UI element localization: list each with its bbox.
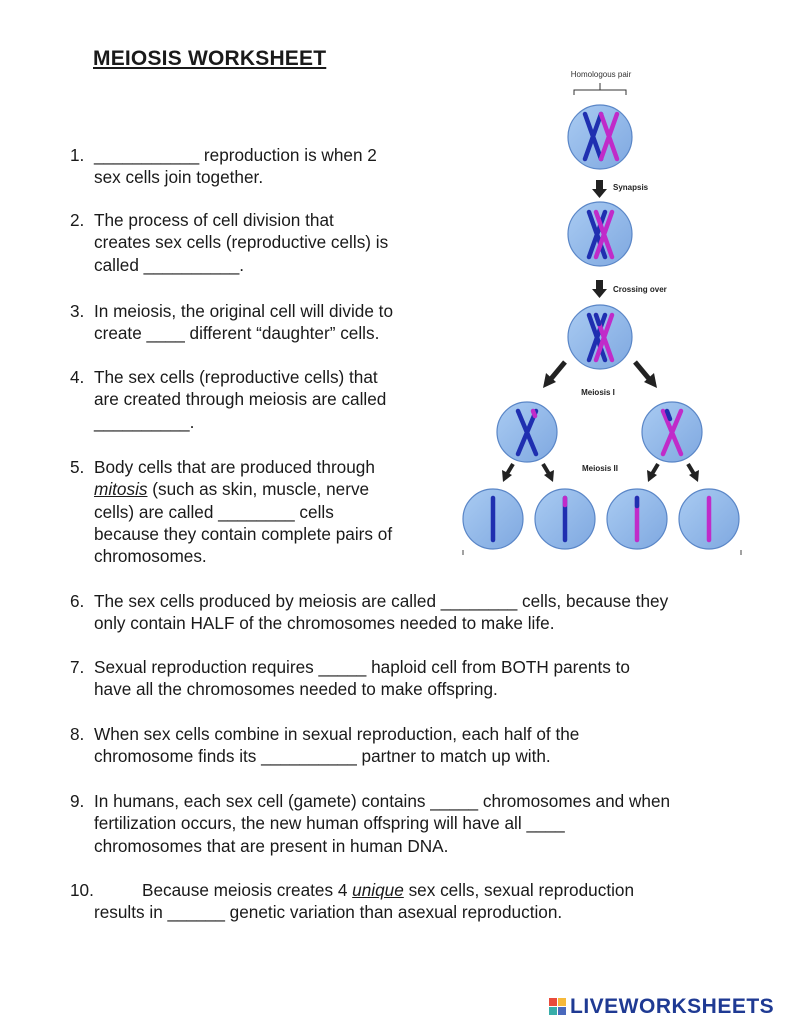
question-line: Sexual reproduction requires _____ haplo… bbox=[94, 657, 630, 677]
question-5: 5. Body cells that are produced through … bbox=[70, 456, 392, 567]
question-6: 6. The sex cells produced by meiosis are… bbox=[70, 590, 668, 635]
daughter-cell-4 bbox=[678, 488, 740, 550]
meiosis-2-label: Meiosis II bbox=[582, 464, 618, 473]
question-line: __________. bbox=[94, 411, 195, 432]
question-number: 8. bbox=[70, 724, 85, 744]
question-line: The process of cell division that bbox=[94, 210, 334, 230]
question-9: 9. In humans, each sex cell (gamete) con… bbox=[70, 790, 670, 857]
emphasized-term: unique bbox=[352, 880, 404, 900]
synapsis-label: Synapsis bbox=[613, 183, 649, 192]
question-1: 1. ___________ reproduction is when 2 se… bbox=[70, 144, 377, 189]
question-line: create ____ different “daughter” cells. bbox=[94, 323, 380, 344]
arrow-down-icon bbox=[592, 180, 607, 198]
question-line: The sex cells produced by meiosis are ca… bbox=[94, 591, 669, 611]
daughter-cell-2 bbox=[534, 488, 596, 550]
question-number: 7. bbox=[70, 657, 85, 677]
question-line: sex cells join together. bbox=[94, 167, 264, 188]
question-number: 6. bbox=[70, 591, 85, 611]
liveworksheets-logo[interactable]: LIVEWORKSHEETS bbox=[549, 994, 789, 1020]
question-line: ___________ reproduction is when 2 bbox=[94, 145, 377, 165]
meiosis-1-label: Meiosis I bbox=[581, 388, 615, 397]
question-line: have all the chromosomes needed to make … bbox=[94, 679, 498, 700]
question-line: results in ______ genetic variation than… bbox=[94, 902, 563, 923]
question-line: Because meiosis creates 4 unique sex cel… bbox=[70, 879, 634, 901]
question-line: chromosome finds its __________ partner … bbox=[94, 746, 551, 767]
question-line: creates sex cells (reproductive cells) i… bbox=[94, 232, 389, 253]
homologous-bracket bbox=[573, 83, 627, 95]
crossing-over-label: Crossing over bbox=[613, 285, 667, 294]
question-line: When sex cells combine in sexual reprodu… bbox=[94, 724, 580, 744]
liveworksheets-icon bbox=[549, 998, 567, 1016]
question-line: chromosomes that are present in human DN… bbox=[94, 835, 449, 856]
question-line: In meiosis, the original cell will divid… bbox=[94, 301, 394, 321]
emphasized-term: mitosis bbox=[94, 479, 148, 500]
question-number: 10. bbox=[70, 880, 94, 900]
question-7: 7. Sexual reproduction requires _____ ha… bbox=[70, 656, 630, 701]
meiosis-diagram: Homologous pair Synapsis Crossing over bbox=[462, 70, 742, 555]
question-10: 10. Because meiosis creates 4 unique sex… bbox=[70, 879, 634, 924]
homologous-pair-label: Homologous pair bbox=[571, 70, 632, 79]
question-number: 4. bbox=[70, 367, 85, 387]
question-8: 8. When sex cells combine in sexual repr… bbox=[70, 723, 579, 768]
question-3: 3. In meiosis, the original cell will di… bbox=[70, 300, 393, 345]
daughter-cell-3 bbox=[606, 488, 668, 550]
question-number: 3. bbox=[70, 301, 85, 321]
question-line: fertilization occurs, the new human offs… bbox=[94, 813, 565, 834]
cell-synapsis bbox=[567, 201, 633, 267]
question-line: only contain HALF of the chromosomes nee… bbox=[94, 613, 555, 634]
question-number: 2. bbox=[70, 210, 85, 230]
cell-homologous-pair bbox=[567, 104, 633, 170]
arrow-down-right-icon bbox=[541, 462, 554, 482]
cell-crossing-over bbox=[567, 304, 633, 370]
question-2: 2. The process of cell division that cre… bbox=[70, 209, 388, 276]
worksheet-title: MEIOSIS WORKSHEET bbox=[93, 47, 327, 70]
question-text: Because meiosis creates 4 bbox=[142, 880, 353, 900]
arrow-down-left-icon bbox=[502, 462, 515, 482]
question-text: (such as skin, muscle, nerve bbox=[147, 479, 370, 500]
question-line: cells) are called ________ cells bbox=[94, 501, 334, 522]
arrow-down-left-icon bbox=[543, 360, 567, 388]
question-line: because they contain complete pairs of bbox=[94, 523, 393, 544]
liveworksheets-brand-text: LIVEWORKSHEETS bbox=[570, 995, 775, 1018]
question-line: Body cells that are produced through bbox=[94, 457, 375, 477]
arrow-down-left-icon bbox=[647, 462, 660, 482]
question-line: chromosomes. bbox=[94, 546, 207, 567]
question-line: called __________. bbox=[94, 254, 245, 275]
question-line: mitosis (such as skin, muscle, nerve bbox=[94, 478, 392, 500]
cell-meiosis-1-right bbox=[641, 401, 703, 463]
cell-meiosis-1-left bbox=[496, 401, 558, 463]
question-text: sex cells, sexual reproduction bbox=[403, 880, 635, 900]
question-number: 5. bbox=[70, 457, 85, 477]
arrow-down-right-icon bbox=[633, 360, 657, 388]
arrow-down-icon bbox=[592, 280, 607, 298]
question-line: The sex cells (reproductive cells) that bbox=[94, 367, 378, 387]
tick-mark bbox=[462, 550, 742, 555]
question-number: 9. bbox=[70, 791, 85, 811]
arrow-down-right-icon bbox=[686, 462, 699, 482]
daughter-cell-1 bbox=[462, 488, 524, 550]
question-line: are created through meiosis are called bbox=[94, 389, 387, 410]
question-line: In humans, each sex cell (gamete) contai… bbox=[94, 791, 671, 811]
question-number: 1. bbox=[70, 145, 85, 165]
question-4: 4. The sex cells (reproductive cells) th… bbox=[70, 366, 386, 433]
